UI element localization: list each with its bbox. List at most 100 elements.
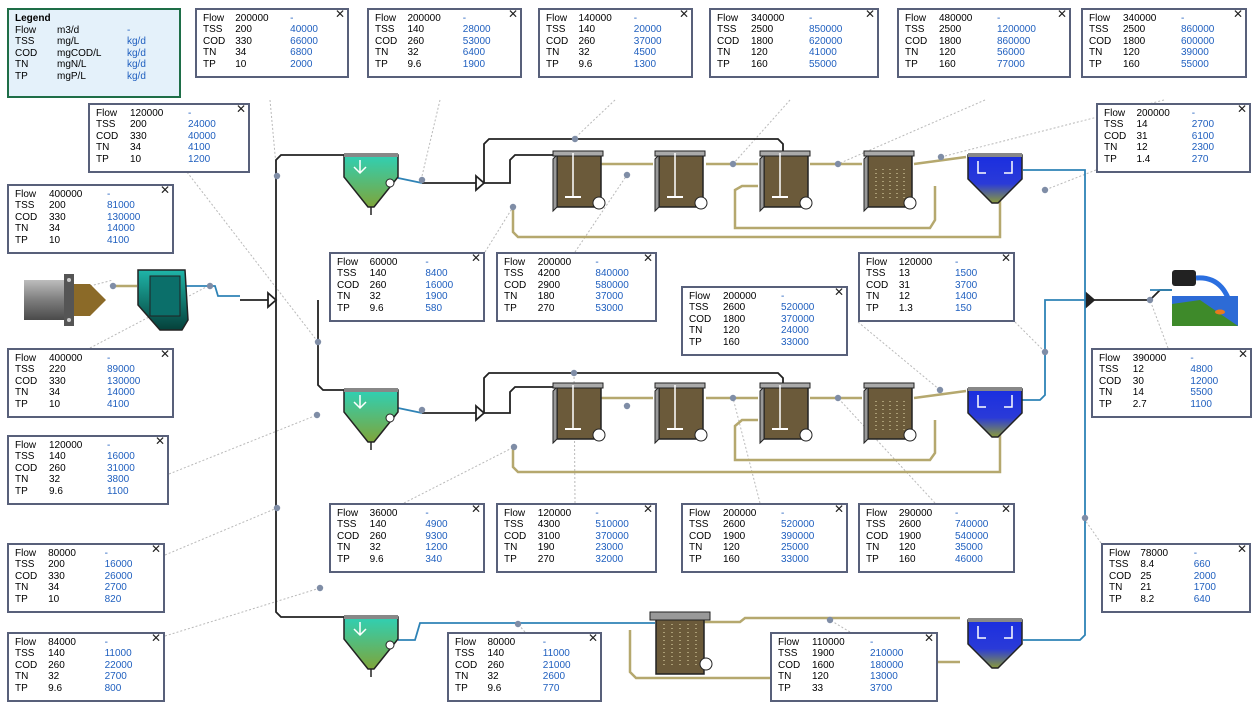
close-icon[interactable]: ✕	[642, 502, 653, 516]
stream-cell: COD	[455, 659, 478, 671]
close-icon[interactable]: ✕	[507, 7, 518, 21]
close-icon[interactable]: ✕	[1056, 7, 1067, 21]
close-icon[interactable]: ✕	[833, 502, 844, 516]
mixed-tank-icon	[759, 382, 813, 445]
stream-cell: 31	[898, 279, 910, 291]
stream-cell: -	[104, 548, 108, 559]
close-icon[interactable]: ✕	[235, 102, 246, 116]
stream-cell: TP	[337, 302, 350, 314]
stream-cell: TSS	[546, 24, 566, 36]
close-icon[interactable]: ✕	[154, 434, 165, 448]
close-icon[interactable]: ✕	[159, 183, 170, 197]
close-icon[interactable]: ✕	[1237, 347, 1248, 361]
stream-cell: 120000	[537, 508, 572, 519]
close-icon[interactable]: ✕	[1000, 502, 1011, 516]
close-icon[interactable]: ✕	[1236, 102, 1247, 116]
close-icon[interactable]: ✕	[470, 502, 481, 516]
stream-cell: 40000	[290, 24, 318, 36]
stream-cell: TN	[866, 542, 880, 554]
stream-cell: 120	[939, 47, 956, 59]
close-icon[interactable]: ✕	[642, 251, 653, 265]
close-icon[interactable]: ✕	[678, 7, 689, 21]
stream-cell: 8400	[425, 268, 448, 280]
stream-cell: TN	[866, 291, 880, 303]
stream-cell: 160	[751, 58, 768, 70]
close-icon[interactable]: ✕	[1000, 251, 1011, 265]
stream-cell: 34	[48, 582, 60, 594]
stream-cell: 14	[1136, 119, 1148, 131]
leader-lines	[89, 99, 1169, 637]
stream-cell: Flow	[689, 291, 711, 302]
legend-cell: COD	[15, 47, 38, 59]
secondary-clarifier-icon	[967, 618, 1023, 669]
close-icon[interactable]: ✕	[334, 7, 345, 21]
close-icon[interactable]: ✕	[587, 631, 598, 645]
stream-cell: 24000	[781, 325, 809, 337]
stream-cell: 3700	[870, 682, 893, 694]
stream-cell: 24000	[188, 119, 216, 131]
close-icon[interactable]: ✕	[470, 251, 481, 265]
stream-cell: 30	[1132, 375, 1144, 387]
close-icon[interactable]: ✕	[1236, 542, 1247, 556]
close-icon[interactable]: ✕	[833, 285, 844, 299]
close-icon[interactable]: ✕	[864, 7, 875, 21]
stream-cell: 1900	[425, 291, 448, 303]
stream-cell: 200	[130, 119, 147, 131]
stream-cell: 16000	[425, 279, 454, 291]
stream-cell: 270	[537, 302, 555, 314]
close-icon[interactable]: ✕	[150, 542, 161, 556]
stream-cell: 4900	[425, 519, 448, 531]
stream-cell: 34	[49, 387, 61, 399]
close-icon[interactable]: ✕	[159, 347, 170, 361]
stream-cell: COD	[504, 279, 527, 291]
close-icon[interactable]: ✕	[923, 631, 934, 645]
stream-cell: 2700	[104, 582, 127, 594]
close-icon[interactable]: ✕	[1232, 7, 1243, 21]
stream-cell: -	[1191, 108, 1196, 119]
close-icon[interactable]: ✕	[150, 631, 161, 645]
stream-cell: COD	[778, 659, 801, 671]
stream-cell: Flow	[504, 257, 526, 268]
